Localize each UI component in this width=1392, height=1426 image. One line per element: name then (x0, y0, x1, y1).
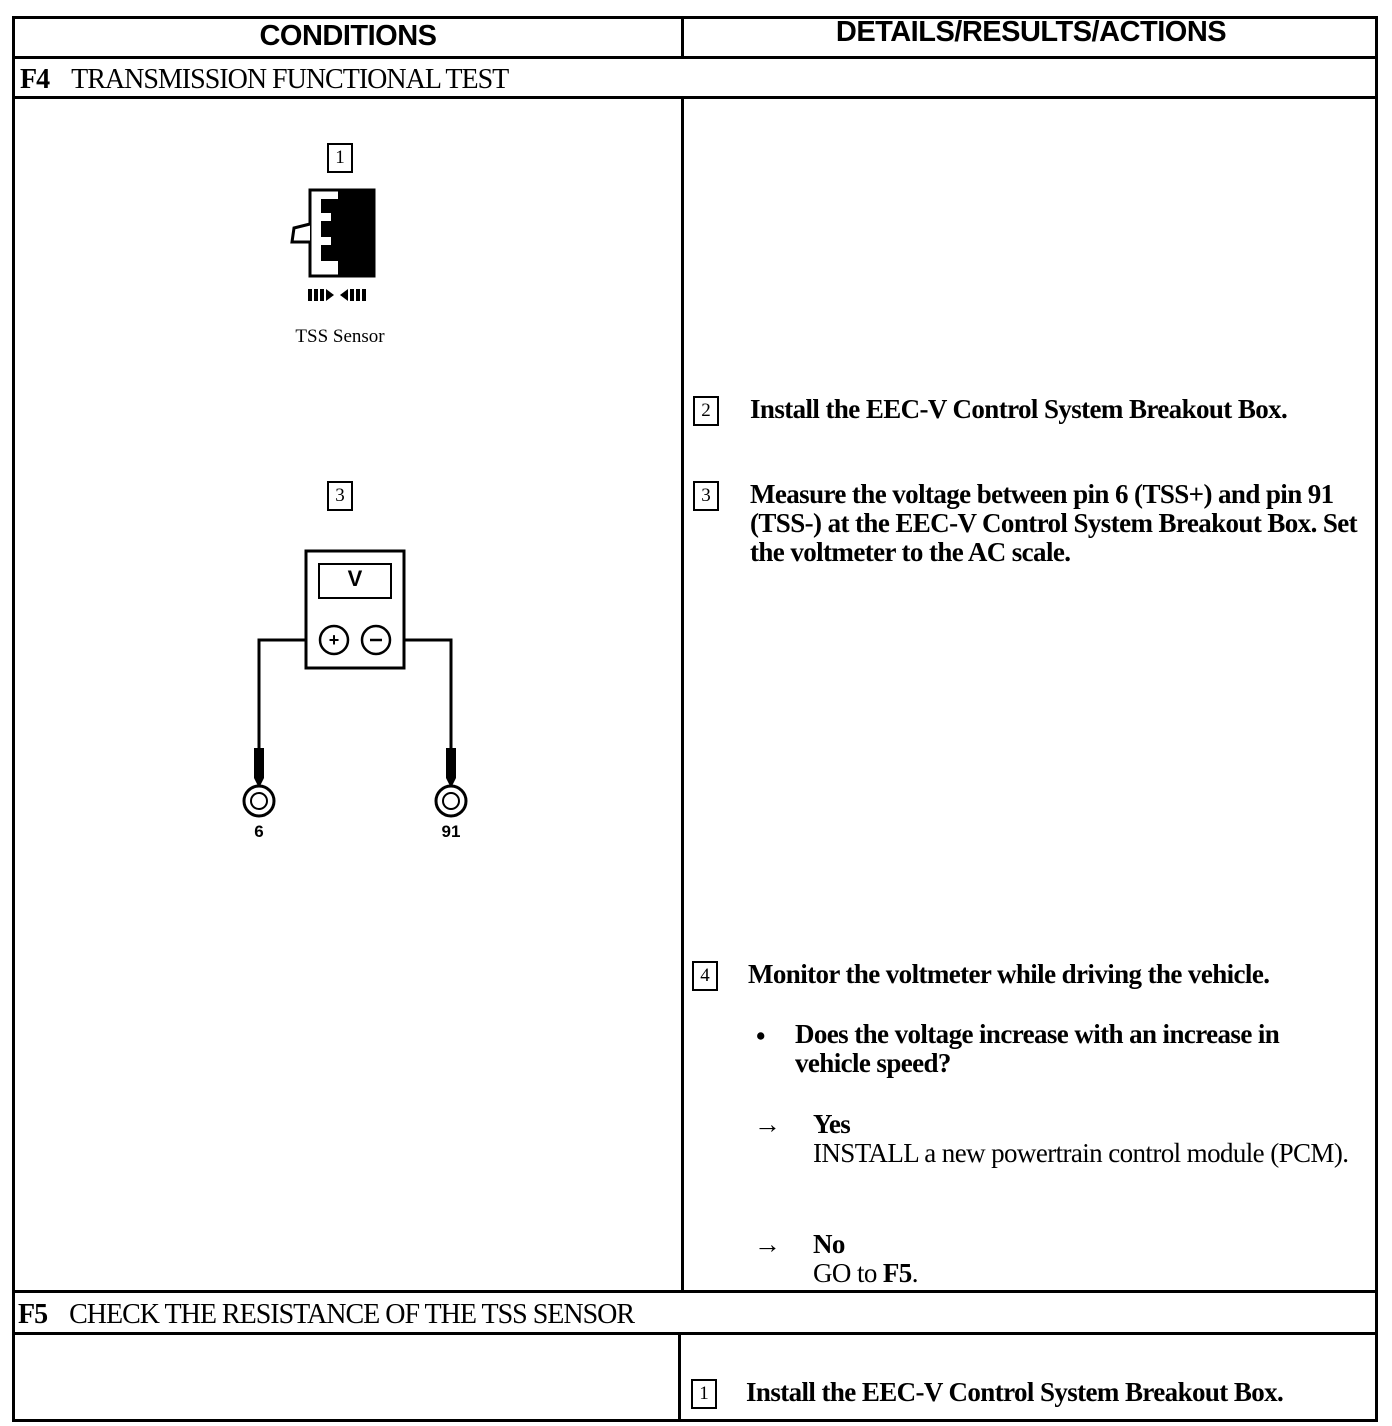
voltmeter-display (318, 563, 392, 599)
goto-target: F5 (882, 1258, 912, 1288)
step-4-number: 4 (692, 961, 718, 991)
section-f4-title: F4 TRANSMISSION FUNCTIONAL TEST (20, 64, 509, 96)
details-header: DETAILS/RESULTS/ACTIONS (835, 16, 1227, 48)
column-divider (678, 1332, 681, 1422)
question-text: Does the voltage increase with an increa… (795, 1019, 1280, 1078)
figure-3-number: 3 (327, 481, 353, 511)
step-3-text: Measure the voltage between pin 6 (TSS+)… (750, 479, 1358, 567)
column-divider (681, 16, 684, 59)
step-2-number: 2 (693, 396, 719, 426)
goto-prefix: GO to (813, 1258, 883, 1288)
f5-title-divider (12, 1332, 1378, 1335)
arrow-right-icon: → (754, 1109, 781, 1139)
procedure-table (12, 16, 1378, 1422)
f5-step-1-number: 1 (691, 1379, 717, 1409)
section-title: TRANSMISSION FUNCTIONAL TEST (71, 64, 509, 95)
section-title: CHECK THE RESISTANCE OF THE TSS SENSOR (69, 1299, 635, 1330)
section-code: F5 (18, 1299, 48, 1330)
conditions-header: CONDITIONS (259, 20, 437, 52)
figure-1-number: 1 (327, 143, 353, 173)
voltmeter-diagram: + (242, 549, 468, 818)
section-f5-title: F5 CHECK THE RESISTANCE OF THE TSS SENSOR (18, 1299, 635, 1331)
outcome-yes-action: INSTALL a new powertrain control module … (813, 1138, 1349, 1168)
tss-sensor-caption: TSS Sensor (295, 326, 385, 347)
tss-sensor-connector-icon (290, 188, 376, 301)
f4-title-divider (12, 96, 1378, 99)
positive-terminal-icon (318, 624, 350, 656)
f5-top-divider (12, 1290, 1378, 1293)
svg-text:+: + (329, 630, 340, 650)
header-divider (12, 56, 1378, 59)
outcome-yes-label: Yes (813, 1109, 851, 1139)
outcome-no-action: GO to F5. (813, 1259, 918, 1288)
outcome-no-label: No (813, 1229, 845, 1259)
negative-lead (404, 638, 453, 748)
column-divider (681, 96, 684, 1293)
section-code: F4 (20, 64, 50, 95)
arrow-right-icon: → (754, 1229, 781, 1259)
step-3-number: 3 (693, 481, 719, 511)
f5-step-1-text: Install the EEC-V Control System Breakou… (746, 1377, 1284, 1407)
voltmeter-label: V (347, 566, 363, 591)
step-2-text: Install the EEC-V Control System Breakou… (750, 394, 1288, 424)
pin-6-label: 6 (254, 822, 264, 841)
question-bullet: • (756, 1021, 765, 1051)
goto-suffix: . (911, 1258, 919, 1288)
positive-lead (257, 638, 306, 748)
step-4-text: Monitor the voltmeter while driving the … (748, 959, 1270, 989)
pin-91-label: 91 (441, 822, 461, 841)
